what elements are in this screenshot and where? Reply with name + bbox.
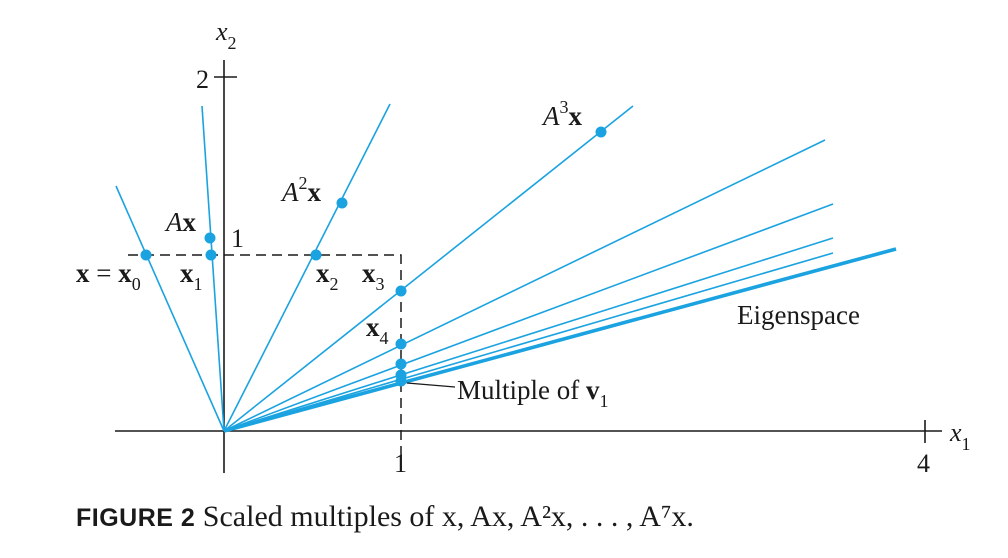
x2-axis-label: x2 <box>215 17 237 53</box>
x-tick-4: 4 <box>917 449 930 478</box>
point-a2x <box>336 197 348 209</box>
point-x3 <box>395 285 407 297</box>
x1-axis-label: x1 <box>949 418 971 454</box>
figure-caption-tag: FIGURE 2 <box>76 504 196 532</box>
label-a2x: A2x <box>280 173 322 207</box>
ray-x <box>115 185 225 432</box>
label-eigenspace: Eigenspace <box>737 300 860 330</box>
label-x-equals-x0: x = x0 <box>76 258 141 294</box>
y-tick-1: 1 <box>231 224 244 253</box>
ray-a3x <box>223 105 634 432</box>
label-x4: x4 <box>366 312 389 348</box>
multiple-leader <box>406 382 456 388</box>
point-x2 <box>310 249 322 261</box>
point-x4 <box>395 338 407 350</box>
point-x7 <box>395 375 407 387</box>
point-ax <box>204 232 216 244</box>
point-x0 <box>140 249 152 261</box>
figure-caption-text: Scaled multiples of x, Ax, A²x, . . . , … <box>202 500 694 533</box>
eigenspace-line <box>223 247 897 433</box>
dashed-unit-box <box>128 254 402 474</box>
label-x2: x2 <box>316 258 339 294</box>
ray-ax <box>201 105 225 432</box>
x-tick-1: 1 <box>394 449 407 478</box>
label-multiple-of-v1: Multiple of v1 <box>457 375 609 411</box>
point-x1 <box>205 249 217 261</box>
point-x5 <box>395 358 407 370</box>
label-ax: Ax <box>164 207 197 237</box>
ray-a7x <box>223 252 834 432</box>
label-a3x: A3x <box>541 97 583 131</box>
ray-a4x <box>223 139 826 432</box>
label-x3: x3 <box>362 258 385 294</box>
y-tick-2: 2 <box>196 65 209 94</box>
figure-caption: FIGURE 2 Scaled multiples of x, Ax, A²x,… <box>76 500 976 534</box>
ray-a2x <box>223 103 391 432</box>
ray-a6x <box>223 237 834 432</box>
ray-a5x <box>223 203 834 432</box>
point-a3x <box>595 126 607 138</box>
label-x1: x1 <box>180 258 203 294</box>
